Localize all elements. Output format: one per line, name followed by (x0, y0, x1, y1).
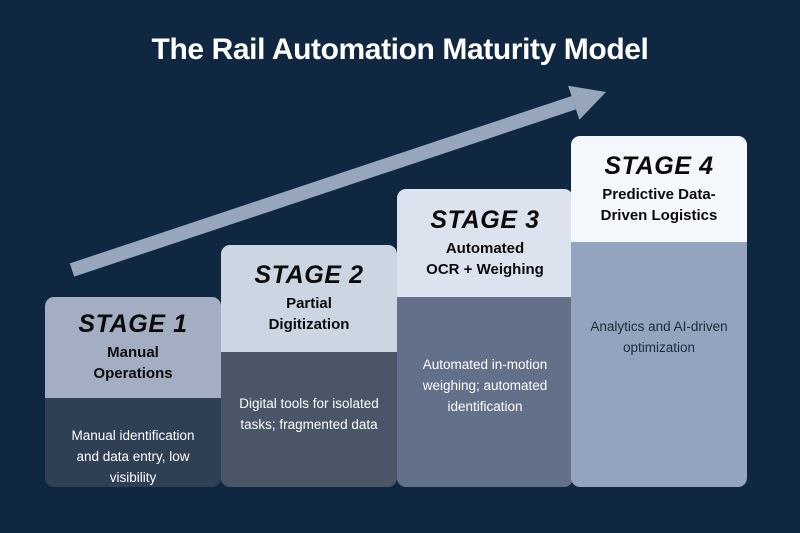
stage-number: STAGE 1 (78, 310, 188, 338)
stage-description: Digital tools for isolated tasks; fragme… (239, 396, 379, 432)
stage-body: Automated in-motion weighing; automated … (397, 297, 573, 487)
stage-header: STAGE 4 Predictive Data- Driven Logistic… (571, 136, 747, 242)
stage-description: Manual identification and data entry, lo… (71, 428, 195, 485)
stage-subtitle-line: Automated (445, 239, 525, 257)
stage-body: Digital tools for isolated tasks; fragme… (221, 352, 397, 487)
stage-subtitle-line: OCR + Weighing (426, 260, 544, 278)
stage-subtitle: Automated OCR + Weighing (426, 238, 544, 280)
stage-subtitle-line: Driven Logistics (600, 206, 718, 224)
stage-card[interactable]: STAGE 2 Partial Digitization Digital too… (221, 245, 397, 487)
stage-number: STAGE 3 (430, 205, 540, 234)
stage-header: STAGE 1 Manual Operations (45, 297, 221, 398)
stage-number: STAGE 2 (254, 261, 364, 289)
stage-subtitle-line: Partial (286, 295, 332, 312)
stage-card[interactable]: STAGE 3 Automated OCR + Weighing Automat… (397, 189, 573, 487)
stage-description: Automated in-motion weighing; automated … (422, 357, 548, 414)
stage-number: STAGE 4 (604, 151, 714, 180)
stage-subtitle-line: Operations (93, 365, 173, 382)
stage-subtitle: Predictive Data- Driven Logistics (601, 184, 718, 226)
stage-body: Manual identification and data entry, lo… (45, 398, 221, 487)
stage-body: Analytics and AI-driven optimization (571, 242, 747, 487)
stage-card[interactable]: STAGE 4 Predictive Data- Driven Logistic… (571, 136, 747, 487)
stage-card[interactable]: STAGE 1 Manual Operations Manual identif… (45, 297, 221, 487)
stage-header: STAGE 3 Automated OCR + Weighing (397, 189, 573, 297)
stage-header: STAGE 2 Partial Digitization (221, 245, 397, 352)
stage-subtitle-line: Manual (107, 344, 159, 361)
stage-subtitle: Partial Digitization (269, 293, 350, 335)
stage-subtitle-line: Predictive Data- (602, 185, 716, 203)
stage-subtitle-line: Digitization (268, 316, 350, 333)
page-title: The Rail Automation Maturity Model (151, 33, 649, 66)
stage-subtitle: Manual Operations (93, 342, 172, 384)
stage-description: Analytics and AI-driven optimization (590, 319, 728, 355)
